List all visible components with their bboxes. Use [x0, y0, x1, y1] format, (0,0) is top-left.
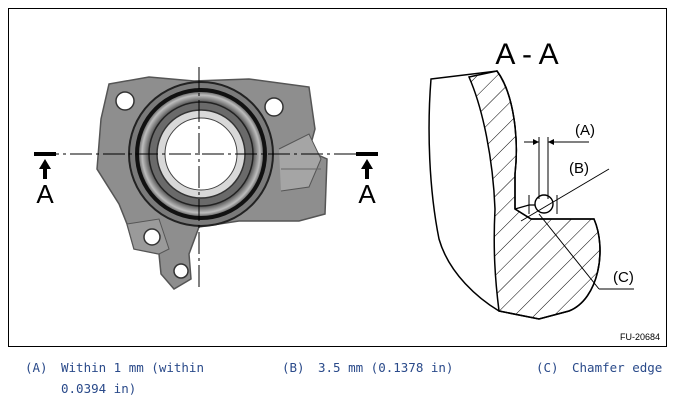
callout-a: (A)	[575, 122, 595, 139]
section-marker-left: A	[34, 152, 56, 209]
chamfer-circle	[534, 194, 554, 214]
section-view	[428, 70, 634, 320]
figure-panel: A A A - A	[8, 8, 667, 347]
bolt-hole	[115, 91, 135, 111]
legend-text: Chamfer edge	[572, 360, 663, 375]
bolt-hole	[173, 263, 189, 279]
flange-part	[96, 76, 328, 290]
section-title: A - A	[495, 38, 558, 71]
legend-text: 3.5 mm (0.1378 in)	[318, 360, 454, 375]
legend-key: (C)	[536, 360, 559, 375]
legend-key: (B)	[282, 360, 305, 375]
callout-c: (C)	[613, 269, 634, 286]
center-lines	[37, 67, 374, 291]
legend-item-b: (B) 3.5 mm (0.1378 in)	[282, 357, 453, 378]
bolt-hole	[264, 97, 284, 117]
section-label-right: A	[358, 179, 376, 209]
bolt-hole	[143, 228, 161, 246]
figure-id: FU-20684	[619, 332, 660, 342]
section-label-left: A	[36, 179, 54, 209]
legend-item-a: (A) Within 1 mm (within 0.0394 in)	[25, 357, 265, 399]
legend-text: Within 1 mm (within 0.0394 in)	[61, 360, 204, 396]
legend-item-c: (C) Chamfer edge	[536, 357, 662, 378]
callout-b: (B)	[569, 160, 589, 177]
section-marker-right: A	[356, 152, 378, 209]
technical-diagram: A A A - A	[34, 38, 634, 320]
legend-key: (A)	[25, 360, 48, 375]
